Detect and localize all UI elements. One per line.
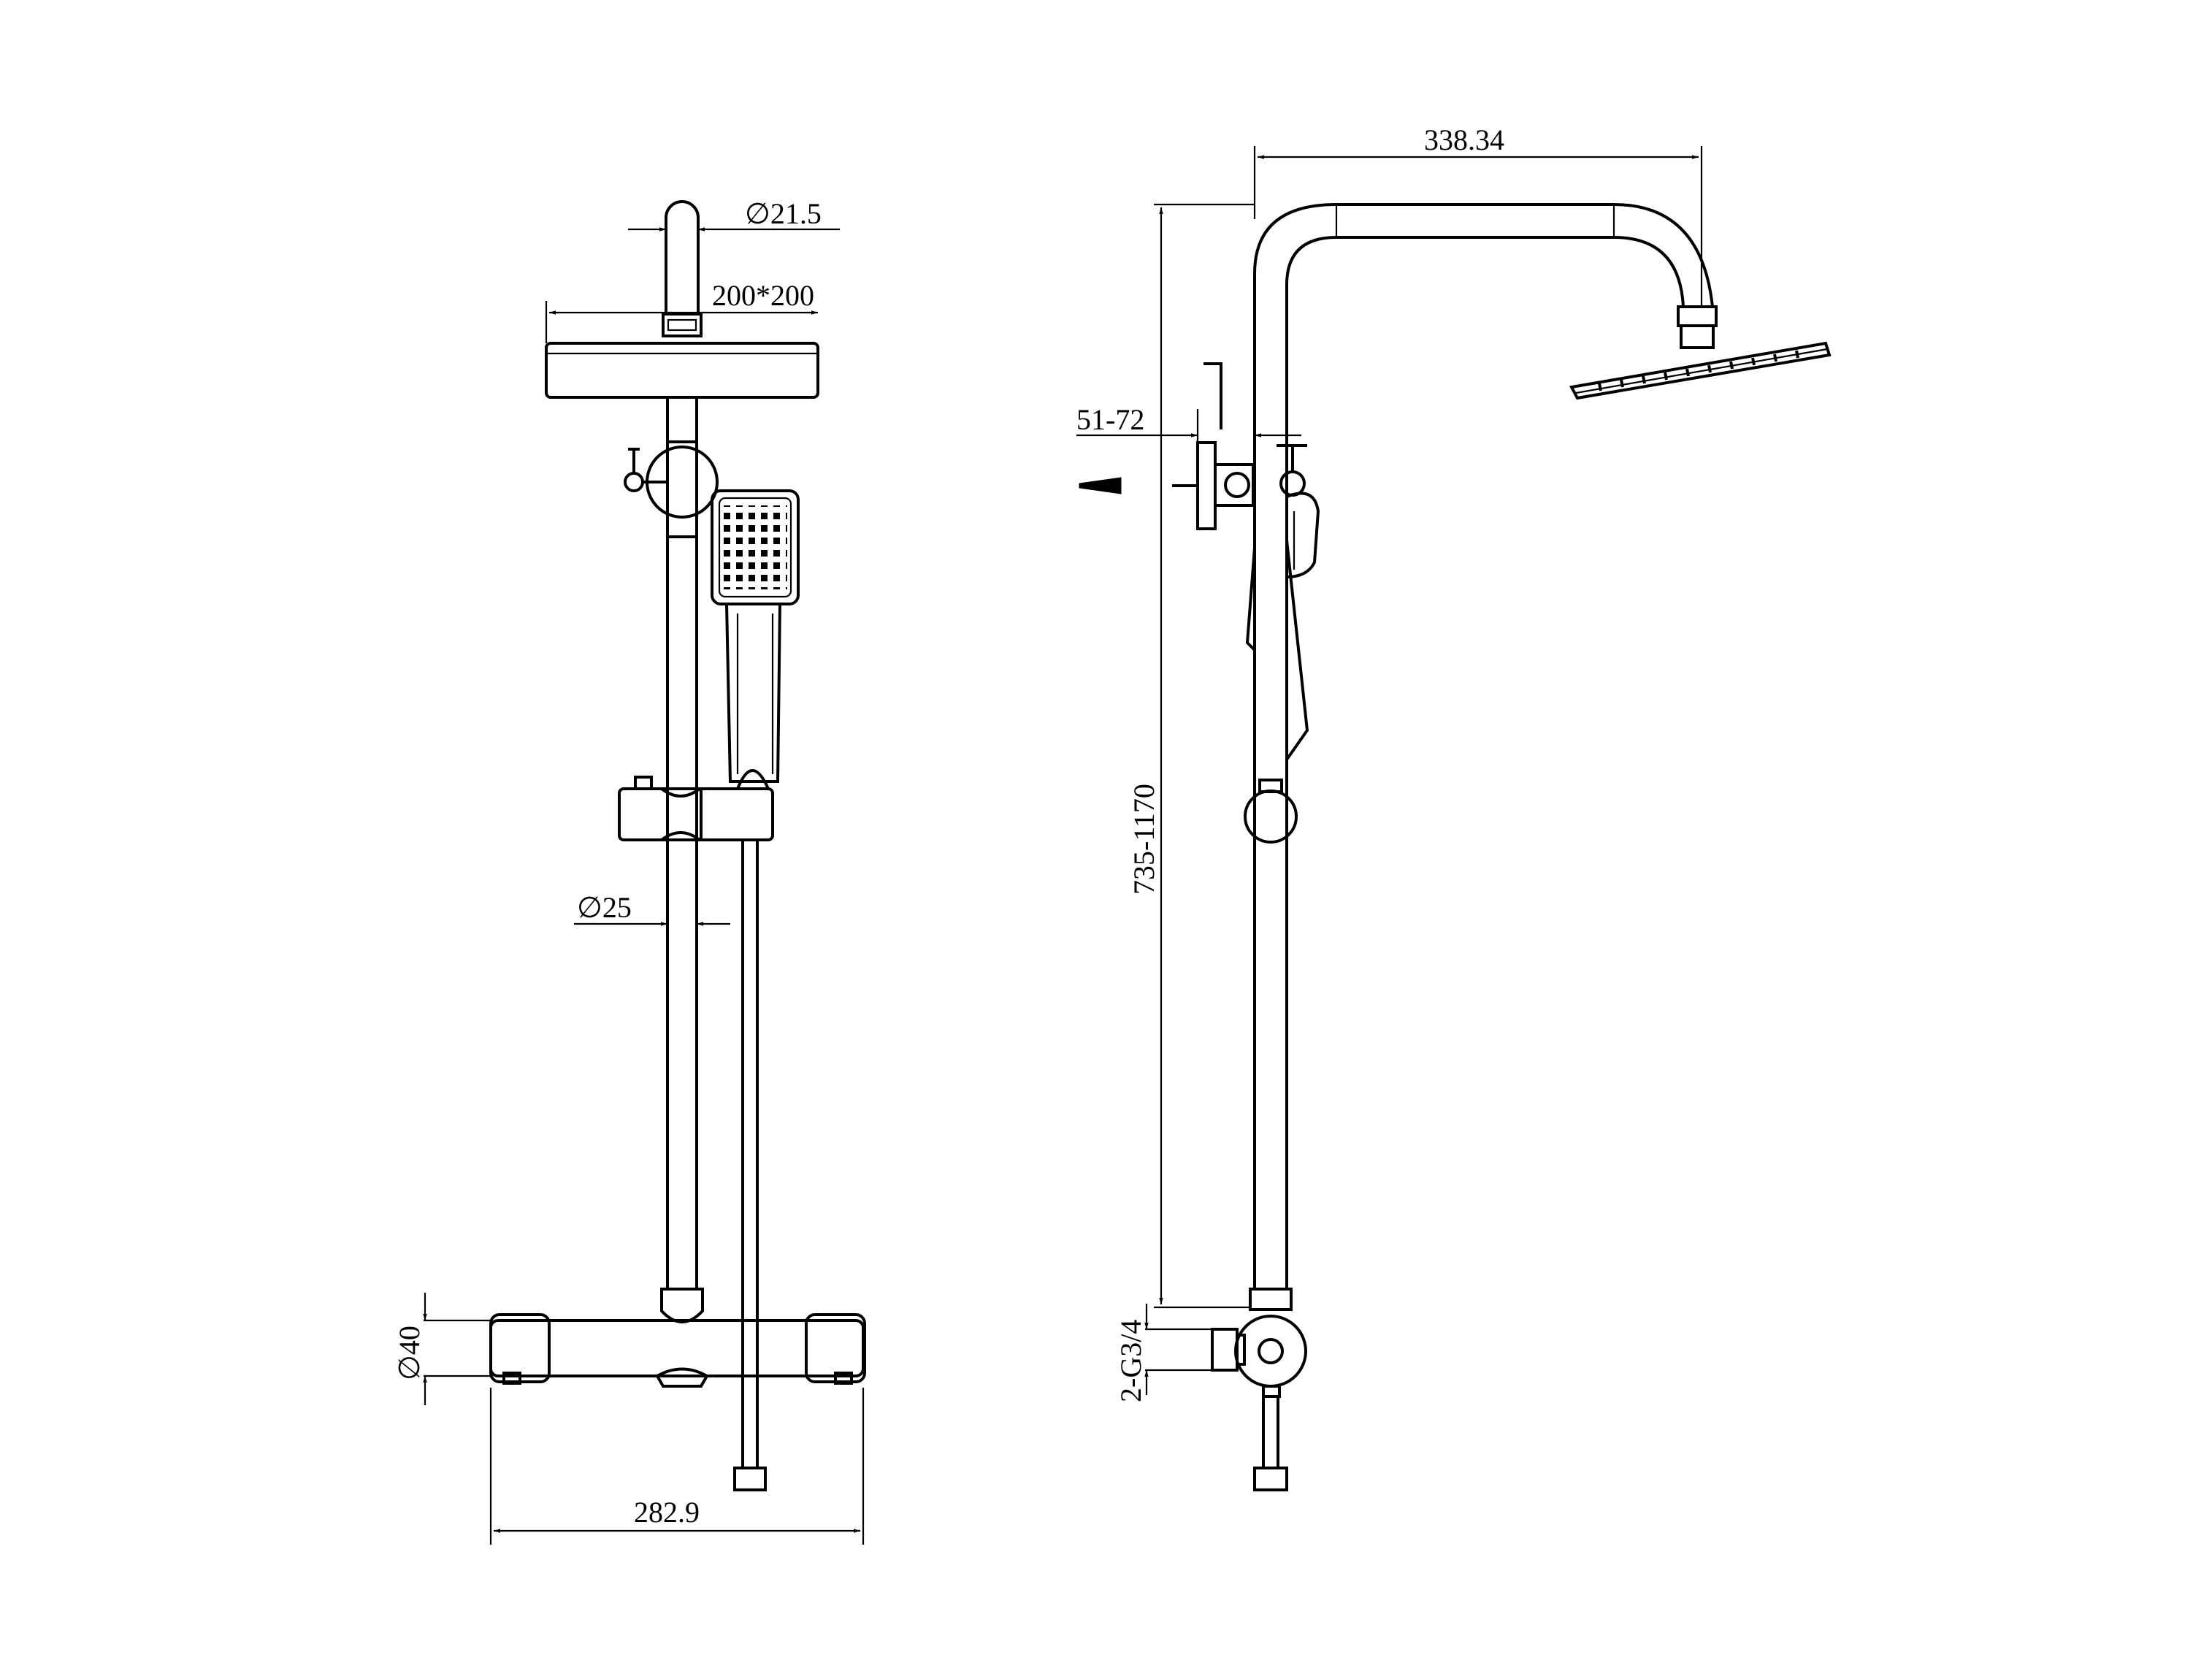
side-hose — [1253, 1396, 1288, 1491]
side-slider-knob — [1244, 779, 1298, 844]
front-rail-coupling — [660, 1288, 704, 1323]
dim-arm-reach: 338.34 — [1424, 123, 1504, 156]
allen-key-icon — [1203, 362, 1222, 429]
dim-height-range: 735-1170 — [1128, 784, 1160, 895]
side-wall-bracket — [1196, 441, 1307, 530]
side-pipe-inner — [1285, 236, 1685, 1289]
side-view — [1079, 203, 1832, 1491]
front-thermostatic-valve — [489, 1313, 866, 1388]
front-diverter — [624, 440, 719, 538]
front-hand-shower — [711, 489, 800, 790]
front-hose — [733, 840, 767, 1491]
side-hand-shower — [1245, 492, 1320, 761]
front-slider — [618, 776, 774, 851]
front-view — [489, 200, 866, 1491]
dim-valve-diameter: ∅40 — [393, 1326, 426, 1380]
dim-valve-width: 282.9 — [634, 1496, 700, 1529]
side-rail-coupling — [1249, 1288, 1293, 1311]
dimension-lines: ∅21.5 200*200 ∅25 ∅40 282.9 338.34 51-72 — [393, 123, 1703, 1545]
dim-pipe-top-diameter: ∅21.5 — [745, 197, 822, 230]
front-top-pipe — [665, 200, 700, 314]
side-ball-joint — [1677, 305, 1718, 349]
dim-inlet-thread: 2-G3/4 — [1114, 1320, 1147, 1402]
dim-head-size: 200*200 — [712, 279, 814, 312]
wall-anchor-icon — [1079, 477, 1198, 494]
front-rain-head — [545, 342, 819, 399]
side-valve — [1211, 1315, 1307, 1398]
side-rain-head — [1569, 341, 1832, 400]
front-main-rail — [666, 397, 698, 1289]
hand-shower-nozzle-grid — [723, 505, 787, 589]
side-pipe-outer — [1253, 203, 1714, 1289]
dim-pipe-diameter: ∅25 — [577, 891, 632, 924]
dim-wall-offset: 51-72 — [1076, 403, 1144, 436]
